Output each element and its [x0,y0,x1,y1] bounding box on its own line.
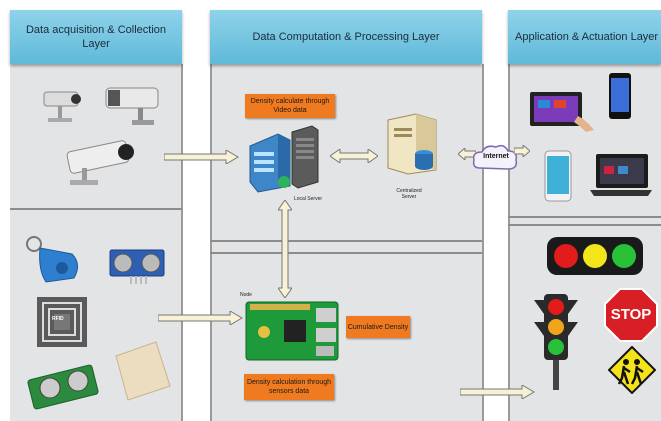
sensor-to-node-arrow [158,311,244,325]
node-label: Node [240,292,252,298]
right-section-divider [508,216,661,218]
internet-cloud-icon: Internet [470,142,520,176]
rfid-chip-label: RFID [52,316,64,322]
pedestrian-sign-icon [608,346,656,394]
middle-section-divider [210,240,482,242]
ultrasonic-sensor-icon [108,246,166,288]
pressure-pad-icon [110,340,174,402]
cctv-camera-icon [60,138,140,190]
tablet-icon [528,90,598,134]
cctv-camera-icon [36,88,86,130]
rfid-tag-icon [24,234,86,286]
internet-label: Internet [483,153,509,160]
laptop-icon [588,152,654,198]
local-server-icon [244,124,322,194]
video-density-label: Density calculate through Video data [250,98,330,114]
server-to-internet-arrow [458,148,476,160]
smartphone-icon [544,150,572,202]
rfid-chip-icon: RFID [36,296,88,348]
cctv-camera-icon [102,84,164,130]
smartphone-icon [608,72,632,120]
centralized-server-icon [382,112,444,176]
traffic-light-icon [530,292,582,392]
column-divider [210,64,212,421]
left-section-divider [10,208,182,210]
server-node-arrow [278,200,292,298]
stop-sign-icon: STOP [604,288,658,342]
middle-section-divider [210,252,482,254]
node-to-actuators-arrow [460,385,536,399]
computation-layer-title: Data Computation & Processing Layer [252,31,440,43]
cumulative-density-box: Cumulative Density [346,316,410,338]
centralized-server-label: Centralized Server [396,188,422,200]
right-section-divider [508,224,661,226]
video-density-box: Density calculate through Video data [245,94,335,118]
camera-to-server-arrow [164,150,240,164]
traffic-light-icon [546,236,644,276]
application-layer-title: Application & Actuation Layer [515,31,659,43]
acquisition-layer-title: Data acquisition & Collection Layer [25,24,167,50]
column-divider [181,64,183,421]
column-divider [482,64,484,421]
column-divider [508,64,510,421]
local-server-label: Local Server [293,196,323,202]
stop-sign-label: STOP [610,306,652,323]
internet-to-devices-arrow [514,145,530,157]
ir-sensor-icon [26,362,102,412]
acquisition-layer-header: Data acquisition & Collection Layer [10,10,182,64]
sensor-density-label: Density calculation through sensors data [246,379,332,395]
computation-layer-header: Data Computation & Processing Layer [210,10,482,64]
sensor-density-box: Density calculation through sensors data [244,374,334,400]
raspberry-pi-icon [244,300,340,362]
cumulative-density-label: Cumulative Density [347,323,409,331]
server-link-arrow [330,149,378,163]
application-layer-header: Application & Actuation Layer [508,10,661,64]
